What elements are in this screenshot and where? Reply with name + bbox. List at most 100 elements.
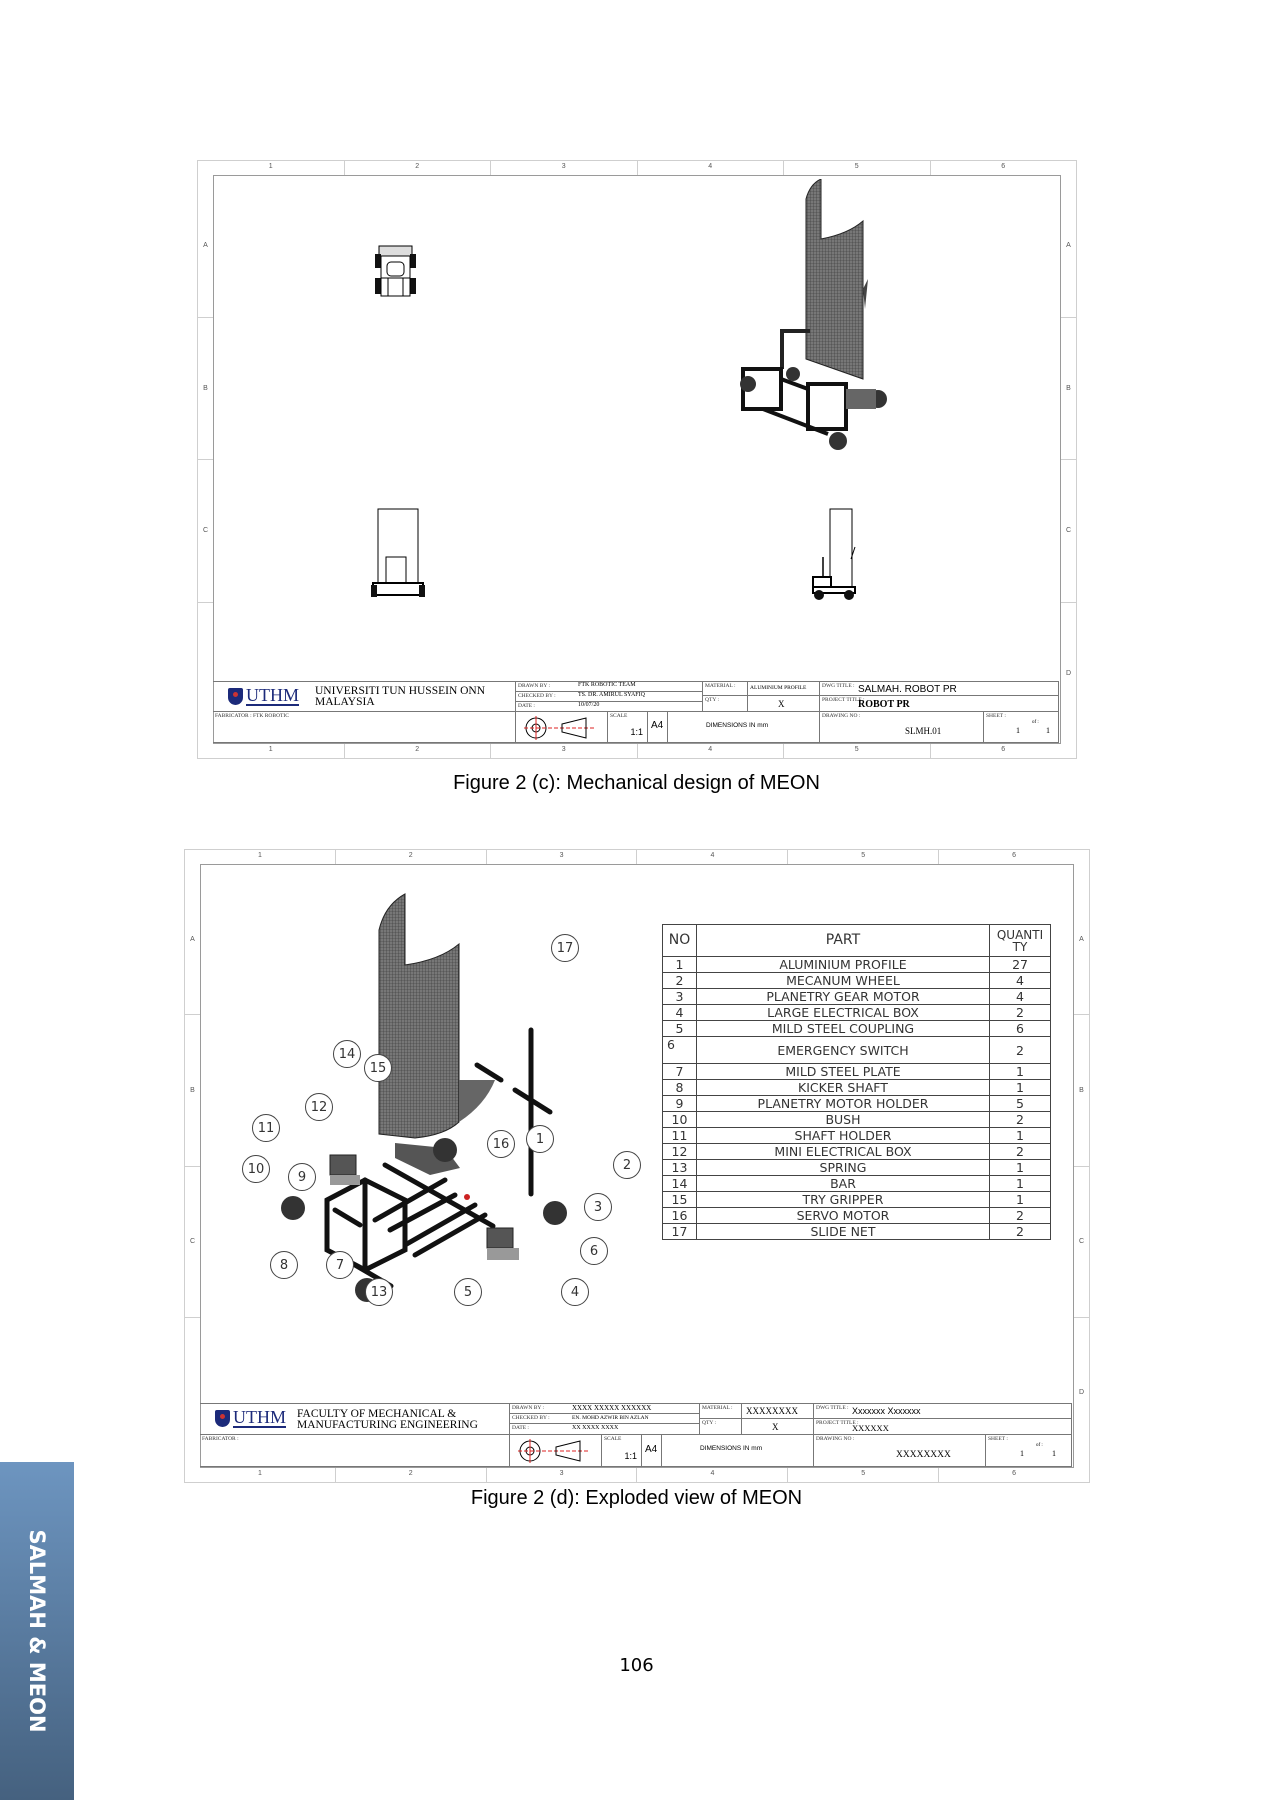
part-qty: 4 [989, 972, 1051, 989]
sheet-value: 1 [1016, 726, 1020, 735]
part-name: MINI ELECTRICAL BOX [695, 1143, 991, 1160]
scale-value: 1:1 [624, 1451, 637, 1461]
date-value: XX XXXX XXXX [572, 1425, 619, 1431]
part-no: 9 [662, 1095, 697, 1112]
dwg-title-value: Xxxxxxx Xxxxxxx [852, 1406, 921, 1416]
part-name: SPRING [695, 1159, 991, 1176]
part-qty: 1 [989, 1159, 1051, 1176]
balloon-15: 15 [364, 1054, 392, 1082]
part-name: PLANETRY MOTOR HOLDER [695, 1095, 991, 1112]
zone-labels-bottom: 1 2 3 4 5 6 [198, 744, 1076, 758]
zone-labels-right: A B C D [1074, 864, 1089, 1468]
zone-col-label: 2 [336, 1468, 487, 1482]
part-no: 16 [662, 1207, 697, 1224]
balloon-3: 3 [584, 1193, 612, 1221]
zone-col-label: 6 [1012, 852, 1016, 859]
dwg-title-label: DWG TITLE : [816, 1405, 849, 1411]
title-block-figure-d: UTHM FACULTY OF MECHANICAL & MANUFACTURI… [200, 1403, 1072, 1467]
zone-row-label: A [198, 175, 213, 318]
robot-isometric-view-drawing [740, 179, 887, 450]
project-title-value: ROBOT PR [858, 699, 910, 710]
part-qty: 5 [989, 1095, 1051, 1112]
material-label: MATERIAL : [705, 683, 736, 689]
faculty-name-line2: MANUFACTURING ENGINEERING [297, 1419, 478, 1431]
project-title-cell: PROJECT TITLE : XXXXXX [814, 1419, 1072, 1435]
uthm-logo-text: UTHM [246, 685, 299, 706]
university-name-line1: UNIVERSITI TUN HUSSEIN ONN [315, 685, 486, 697]
part-qty: 4 [989, 988, 1051, 1005]
part-name: MILD STEEL PLATE [695, 1063, 991, 1080]
balloon-10: 10 [242, 1155, 270, 1183]
uthm-logo-text: UTHM [233, 1407, 286, 1428]
zone-col-label: 3 [487, 1468, 638, 1482]
sheet-label: SHEET : [986, 713, 1006, 719]
zone-col-label: 2 [345, 161, 491, 175]
material-cell: MATERIAL : [703, 682, 748, 696]
zone-col-label: 4 [637, 1468, 789, 1482]
part-no: 3 [662, 988, 697, 1005]
drawing-border [213, 175, 1061, 744]
part-name: MECANUM WHEEL [695, 972, 991, 989]
zone-labels-left: A B C [198, 175, 213, 744]
project-title-label: PROJECT TITLE : [822, 697, 865, 703]
qty-value: X [772, 1422, 779, 1432]
part-qty: 1 [989, 1127, 1051, 1144]
zone-labels-left: A B C [185, 864, 200, 1468]
part-no: 12 [662, 1143, 697, 1160]
drawn-by-label: DRAWN BY : [512, 1405, 545, 1411]
date-label: DATE : [512, 1425, 529, 1431]
part-qty: 1 [989, 1063, 1051, 1080]
drawn-by-value: XXXX XXXXX XXXXXX [572, 1404, 652, 1412]
zone-row-label: D [1078, 1389, 1085, 1397]
drawing-border [200, 864, 1074, 1468]
qty-label: QTY : [705, 697, 720, 703]
column-header-quantity: QUANTI TY [989, 924, 1051, 957]
part-qty: 1 [989, 1079, 1051, 1096]
dimensions-note: DIMENSIONS IN mm [706, 722, 769, 729]
balloon-11: 11 [252, 1114, 280, 1142]
zone-col-label: 4 [638, 161, 784, 175]
zone-row-label: B [1074, 1015, 1089, 1167]
zone-row-label: B [185, 1015, 200, 1167]
dimensions-note: DIMENSIONS IN mm [700, 1445, 763, 1452]
exploded-view-drawing [281, 893, 567, 1302]
part-qty: 1 [989, 1191, 1051, 1208]
drawing-sheet-figure-d: 1 2 3 4 5 6 1 2 3 4 5 6 A B C A B C D [184, 849, 1090, 1483]
part-name: TRY GRIPPER [695, 1191, 991, 1208]
scale-value: 1:1 [630, 727, 643, 737]
dwg-title-label: DWG TITLE : [822, 683, 855, 689]
column-header-no: NO [662, 924, 697, 957]
university-name: UNIVERSITI TUN HUSSEIN ONN MALAYSIA [315, 685, 486, 708]
material-value: XXXXXXXX [746, 1406, 798, 1416]
uthm-logo: UTHM [215, 1407, 286, 1428]
part-no: 2 [662, 972, 697, 989]
checked-by-value: TS. DR. AMIRUL SYAFIQ [578, 692, 645, 698]
part-no: 15 [662, 1191, 697, 1208]
faculty-name: FACULTY OF MECHANICAL & MANUFACTURING EN… [297, 1408, 478, 1431]
of-label: of : [1036, 1443, 1043, 1448]
part-no: 5 [662, 1020, 697, 1037]
fabricator-label: FABRICATOR : FTK ROBOTIC [215, 713, 289, 719]
zone-row-label: C [1061, 460, 1076, 603]
sheet-cell: SHEET : 1 of : 1 [986, 1435, 1072, 1467]
zone-labels-bottom: 1 2 3 4 5 6 [185, 1468, 1089, 1482]
part-name: PLANETRY GEAR MOTOR [695, 988, 991, 1005]
qty-cell: QTY : [703, 696, 748, 712]
part-name: SERVO MOTOR [695, 1207, 991, 1224]
faculty-name-line1: FACULTY OF MECHANICAL & [297, 1408, 457, 1420]
figure-caption-d: Figure 2 (d): Exploded view of MEON [470, 1487, 803, 1509]
balloon-5: 5 [454, 1278, 482, 1306]
part-no: 1 [662, 956, 697, 973]
part-name: KICKER SHAFT [695, 1079, 991, 1096]
zone-col-label: 1 [185, 850, 336, 864]
robot-top-view-drawing [375, 245, 416, 297]
zone-row-label: C [198, 460, 213, 603]
robot-side-view-drawing [812, 508, 856, 600]
material-cell: MATERIAL : [700, 1404, 742, 1419]
